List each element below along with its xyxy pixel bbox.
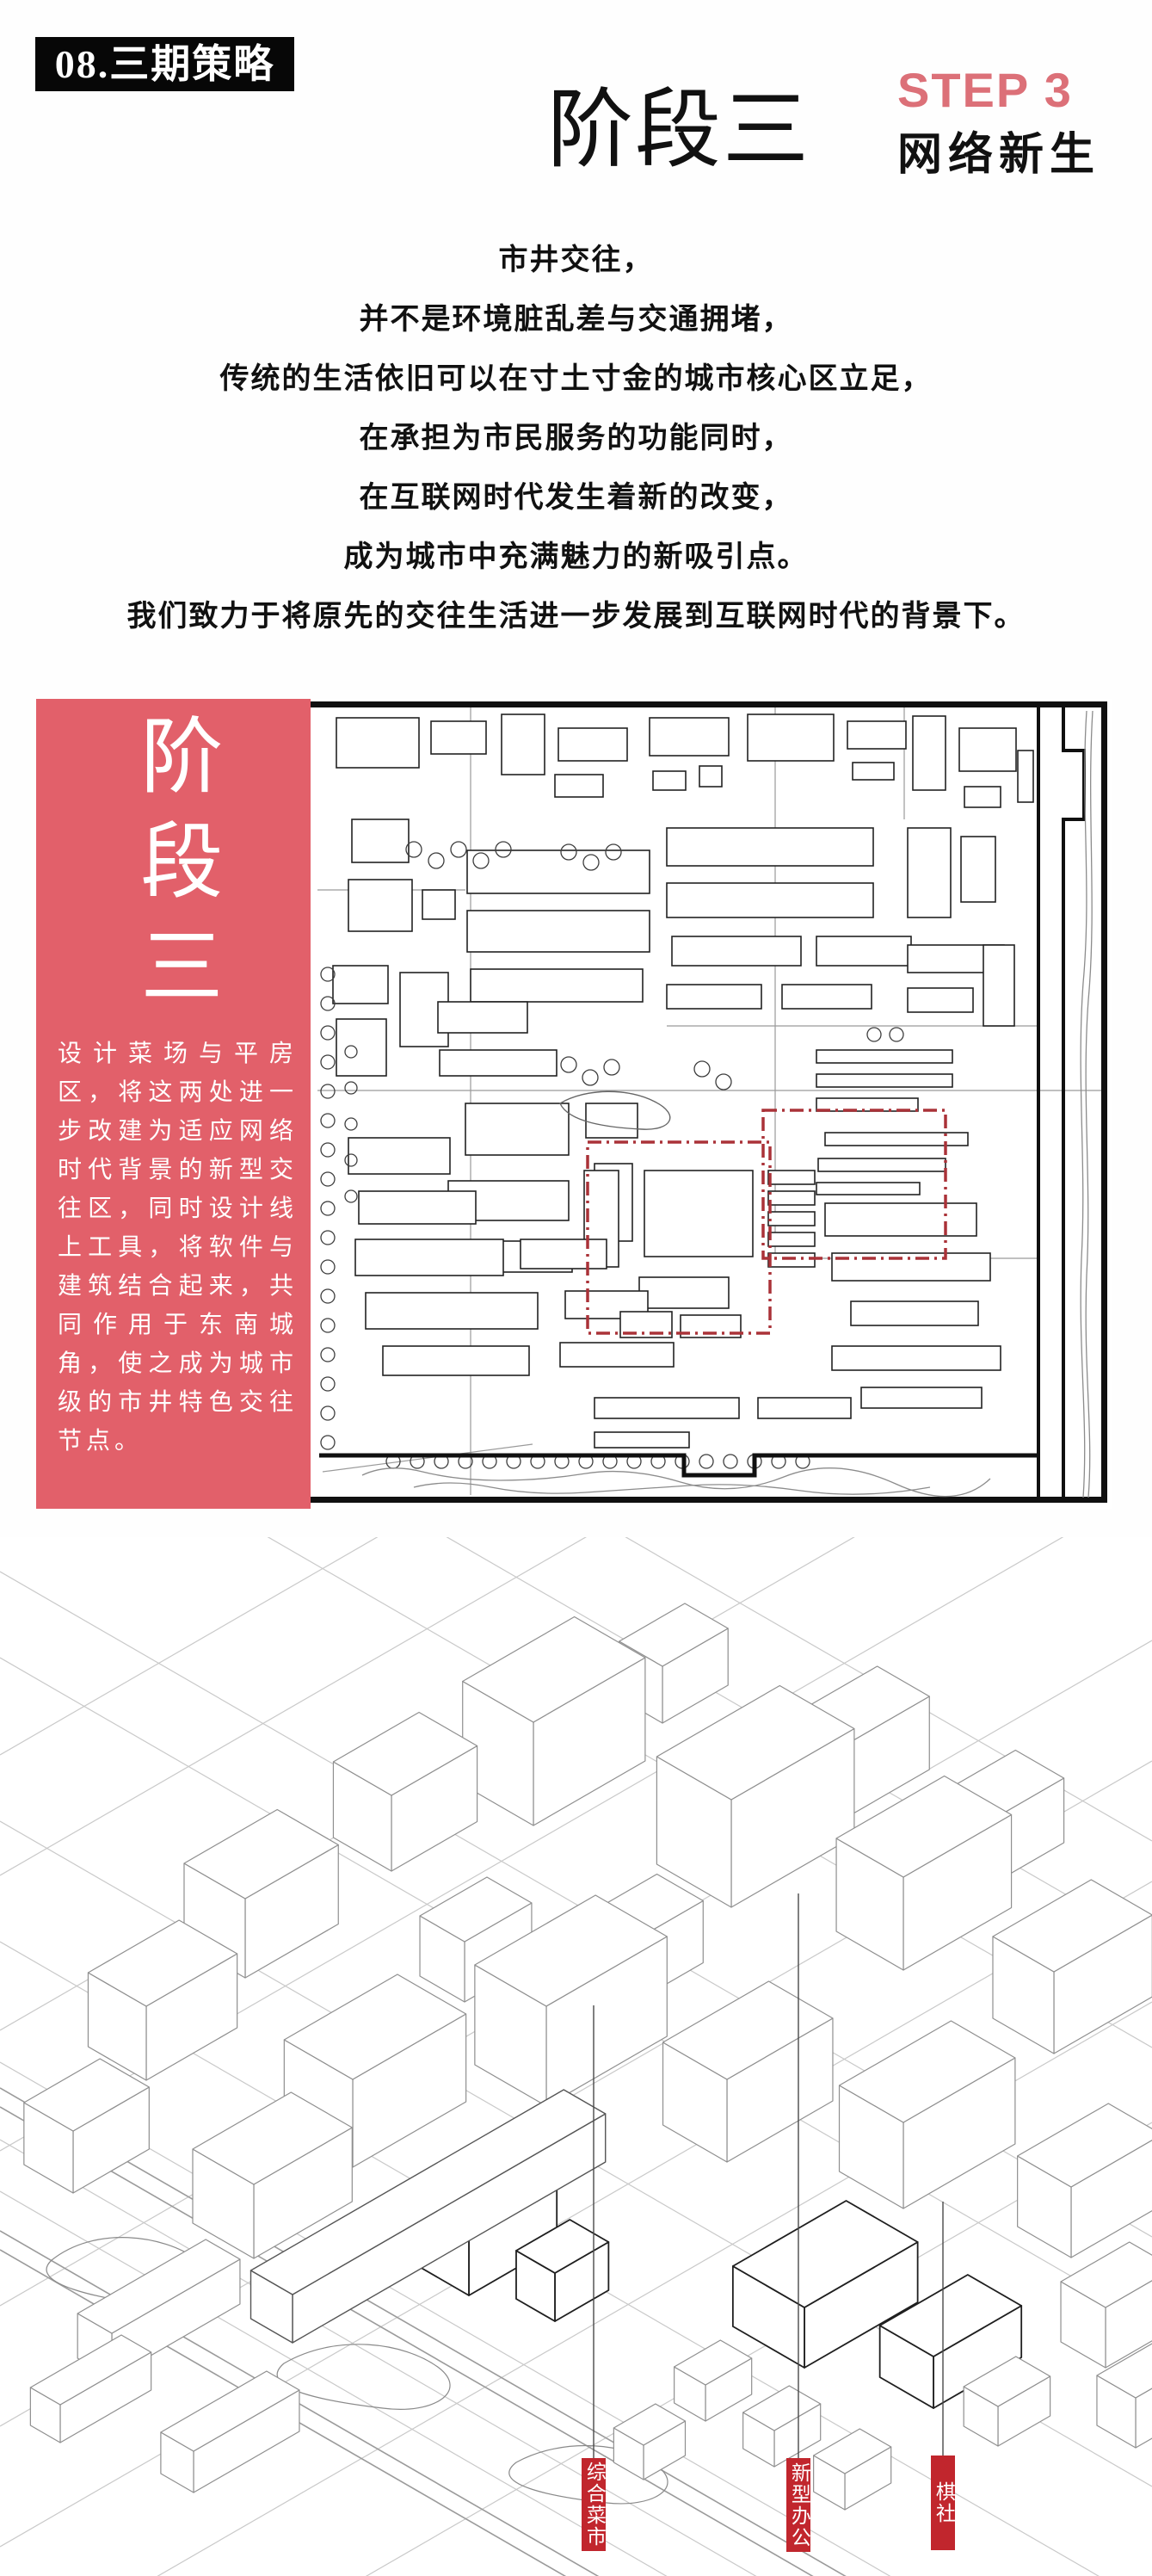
- step-label: STEP 3: [897, 63, 1073, 117]
- site-plan-figure: [311, 699, 1112, 1509]
- intro-line: 并不是环境脏乱差与交通拥堵，: [359, 304, 793, 336]
- intro-line: 在承担为市民服务的功能同时，: [359, 423, 793, 454]
- axon-landscape: [276, 2344, 451, 2410]
- intro-paragraph: 市井交往， 并不是环境脏乱差与交通拥堵， 传统的生活依旧可以在寸土寸金的城市核心…: [0, 231, 1152, 646]
- axon-building: [742, 2385, 822, 2431]
- label-tag-office: 新型办公: [786, 2458, 810, 2552]
- axon-street: [0, 1537, 587, 1876]
- axon-building: [662, 1980, 834, 2080]
- section-badge-label: 08.三期策略: [54, 42, 275, 86]
- axon-building: [77, 2239, 241, 2334]
- axon-boulevard: [0, 2249, 567, 2576]
- axon-building: [183, 1808, 339, 1900]
- axon-building: [462, 1615, 646, 1723]
- phase-panel: 阶段三 设计菜场与平房区，将这两处进一步改建为适应网络时代背景的新型交往区，同时…: [36, 699, 311, 1509]
- plan-pond: [559, 1090, 671, 1130]
- axon-building: [835, 1775, 1013, 1878]
- axon-highlight-building: [878, 2274, 1023, 2357]
- axon-building: [23, 2058, 150, 2132]
- label-tag-market-text: 综合菜市: [583, 2462, 606, 2548]
- axon-market-building: [249, 2089, 607, 2295]
- plan-highlight-region-2: [761, 1109, 947, 1260]
- intro-line: 我们致力于将原先的交往生活进一步发展到互联网时代的背景下。: [126, 601, 1026, 633]
- axon-building: [613, 2403, 687, 2446]
- label-tag-chess-club-text: 棋社: [933, 2481, 955, 2524]
- plan-buildings: [332, 713, 1034, 1449]
- site-plan-svg: [311, 699, 1112, 1509]
- axon-building: [192, 2091, 353, 2185]
- site-plan-background: [311, 699, 1112, 1509]
- axon-building: [813, 2428, 892, 2474]
- axon-building: [1017, 2103, 1152, 2188]
- axon-building: [29, 2334, 152, 2406]
- label-tag-market: 综合菜市: [582, 2458, 606, 2551]
- axon-building: [474, 1894, 668, 2007]
- plan-wall: [319, 707, 1086, 1497]
- axon-building: [419, 1876, 533, 1943]
- axon-street: [365, 2122, 1152, 2576]
- axon-boulevard: [0, 2087, 847, 2576]
- axon-building: [1060, 2241, 1152, 2308]
- axonometric-svg: [0, 1537, 1152, 2576]
- axon-landscape: [508, 2444, 668, 2505]
- axon-street: [0, 1537, 379, 1756]
- intro-line: 在互联网时代发生着新的改变，: [359, 482, 793, 514]
- step-subtitle: 网络新生: [897, 131, 1101, 180]
- intro-line: 传统的生活依旧可以在寸土寸金的城市核心区立足，: [219, 363, 933, 395]
- label-tag-chess-club: 棋社: [931, 2456, 955, 2550]
- axon-building: [838, 2020, 1016, 2123]
- phase-vertical-title: 阶段三: [127, 713, 220, 1028]
- axon-boulevard: [0, 2230, 600, 2576]
- axon-building: [619, 1603, 729, 1667]
- axon-highlight-building: [731, 2200, 919, 2308]
- plan-highlight-region-1: [586, 1140, 772, 1335]
- intro-line: 成为城市中充满魅力的新吸引点。: [343, 541, 809, 573]
- section-badge: 08.三期策略: [35, 37, 294, 91]
- axon-building: [332, 1711, 478, 1796]
- plan-border: [311, 701, 1107, 1503]
- axon-building: [656, 1684, 855, 1801]
- axon-building: [1096, 2343, 1152, 2399]
- axonometric-figure: [0, 1537, 1152, 2576]
- axon-building: [674, 2339, 753, 2386]
- intro-line: 市井交往，: [498, 244, 654, 276]
- axon-building: [160, 2370, 300, 2452]
- axon-building: [283, 1974, 467, 2080]
- label-tag-office-text: 新型办公: [788, 2462, 810, 2548]
- axon-building: [992, 1879, 1152, 1973]
- page-title: 阶段三: [547, 83, 810, 178]
- plan-trees: [320, 841, 904, 1469]
- axon-building: [963, 2356, 1051, 2407]
- phase-description: 设计菜场与平房区，将这两处进一步改建为适应网络时代背景的新型交往区，同时设计线上…: [58, 1041, 298, 1455]
- plan-river: [361, 710, 1093, 1498]
- axon-street: [0, 2061, 891, 2576]
- axon-boulevard: [0, 2106, 814, 2576]
- axon-building: [87, 1919, 238, 2007]
- axon-street: [625, 1537, 1152, 1842]
- axon-highlight-building: [515, 2219, 610, 2274]
